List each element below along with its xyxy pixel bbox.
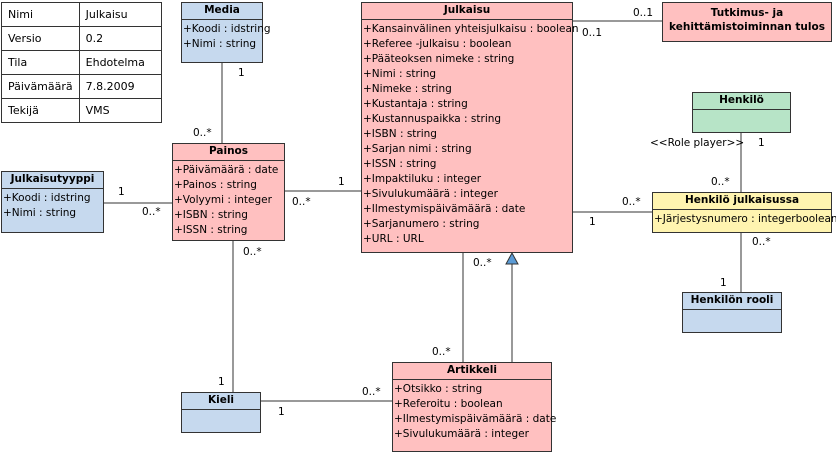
class-attribute: +Painos : string [174,179,257,191]
class-henkilon-rooli: Henkilön rooli [682,292,782,333]
attribute-list: +Otsikko : string +Referoitu : boolean +Il… [393,380,557,442]
multiplicity-label: 0..* [292,196,311,208]
attribute-list: +Päivämäärä : date +Painos : string +Volyy… [173,161,284,238]
class-name: Kieli [182,393,260,410]
class-attribute: +Järjestysnumero : integerboolean [654,213,836,225]
multiplicity-label: 1 [278,406,285,418]
multiplicity-label: 1 [589,216,596,228]
class-attribute: +ISSN : string [174,224,248,236]
multiplicity-label: 1 [218,376,225,388]
class-kieli: Kieli [181,392,261,433]
class-attribute: +Kustantaja : string [363,98,468,110]
class-attribute: +Koodi : idstring [183,23,271,35]
class-julkaisu: Julkaisu +Kansainvälinen yhteisjulkaisu … [361,2,579,253]
multiplicity-label: 0..* [473,257,492,269]
class-attribute: +Sivulukumäärä : integer [394,428,529,440]
class-henkilo-julkaisussa: Henkilö julkaisussa +Järjestysnumero : i… [652,192,836,233]
multiplicity-label: 1 [720,277,727,289]
multiplicity-label: 0..* [243,246,262,258]
class-attribute: +Sarjan nimi : string [363,143,472,155]
class-attribute: +Kustannuspaikka : string [363,113,502,125]
multiplicity-label: 0..* [142,206,161,218]
class-attribute: +Nimi : string [363,68,437,80]
metadata-key: Tila [1,50,80,75]
class-attribute: +ISBN : string [174,209,248,221]
class-henkilo: Henkilö [692,92,791,133]
multiplicity-label: 0..* [193,127,212,139]
multiplicity-label: 0..* [362,386,381,398]
class-name: Media [182,3,262,20]
class-attribute: +Sivulukumäärä : integer [363,188,498,200]
class-name: Painos [173,144,284,161]
metadata-value: 0.2 [78,26,163,51]
class-attribute: +Päivämäärä : date [174,164,279,176]
class-attribute: +Referoitu : boolean [394,398,503,410]
metadata-value: Ehdotelma [78,50,163,75]
attribute-list: +Järjestysnumero : integerboolean [653,210,836,227]
multiplicity-label: 0..1 [582,27,603,39]
class-attribute: +Volyymi : integer [174,194,272,206]
class-attribute: +URL : URL [363,233,424,245]
metadata-key: Nimi [1,2,80,27]
class-attribute: +Referee -julkaisu : boolean [363,38,512,50]
class-attribute: +Koodi : idstring [3,192,91,204]
multiplicity-label: 1 [238,67,245,79]
metadata-value: 7.8.2009 [78,74,163,99]
class-name: Henkilö [693,93,790,110]
class-attribute: +Ilmestymispäivämäärä : date [394,413,557,425]
class-attribute: +Impaktiluku : integer [363,173,482,185]
attribute-list: +Kansainvälinen yhteisjulkaisu : boolean… [362,20,579,247]
class-attribute: +Kansainvälinen yhteisjulkaisu : boolean [363,23,579,35]
class-name-line1: Tutkimus- ja [710,7,784,19]
class-name: Julkaisutyyppi [2,172,103,189]
generalization-arrowhead [505,251,519,265]
class-attribute: +Nimi : string [3,207,77,219]
multiplicity-label: 0..* [622,196,641,208]
attribute-list: +Koodi : idstring +Nimi : string [182,20,271,52]
multiplicity-label: 1 [758,137,765,149]
class-painos: Painos +Päivämäärä : date +Painos : strin… [172,143,285,241]
class-name: Henkilö julkaisussa [653,193,831,210]
metadata-key: Tekijä [1,98,80,123]
multiplicity-label: 0..* [432,346,451,358]
multiplicity-label: 0..* [711,176,730,188]
class-attribute: +Otsikko : string [394,383,483,395]
class-attribute: +ISSN : string [363,158,437,170]
class-name: Julkaisu [362,3,572,20]
class-attribute: +Nimeke : string [363,83,452,95]
metadata-key: Päivämäärä [1,74,80,99]
metadata-value: Julkaisu [78,2,163,27]
class-attribute: +Ilmestymispäivämäärä : date [363,203,526,215]
attribute-list: +Koodi : idstring +Nimi : string [2,189,103,221]
class-name: Henkilön rooli [683,293,781,310]
class-attribute: +Nimi : string [183,38,257,50]
metadata-key: Versio [1,26,80,51]
metadata-value: VMS [78,98,163,123]
class-name: Artikkeli [393,363,551,380]
stereotype-label: <<Role player>> [650,137,745,149]
class-artikkeli: Artikkeli +Otsikko : string +Referoitu : … [392,362,557,452]
multiplicity-label: 1 [338,176,345,188]
class-media: Media +Koodi : idstring +Nimi : string [181,2,271,63]
class-attribute: +ISBN : string [363,128,437,140]
class-julkaisutyyppi: Julkaisutyyppi +Koodi : idstring +Nimi : … [1,171,104,233]
multiplicity-label: 0..* [752,236,771,248]
class-attribute: +Sarjanumero : string [363,218,480,230]
multiplicity-label: 1 [118,186,125,198]
class-attribute: +Pääteoksen nimeke : string [363,53,515,65]
multiplicity-label: 0..1 [633,7,654,19]
class-tutkimus-tulos: Tutkimus- ja kehittämistoiminnan tulos [662,2,832,42]
class-name-line2: kehittämistoiminnan tulos [669,21,825,33]
